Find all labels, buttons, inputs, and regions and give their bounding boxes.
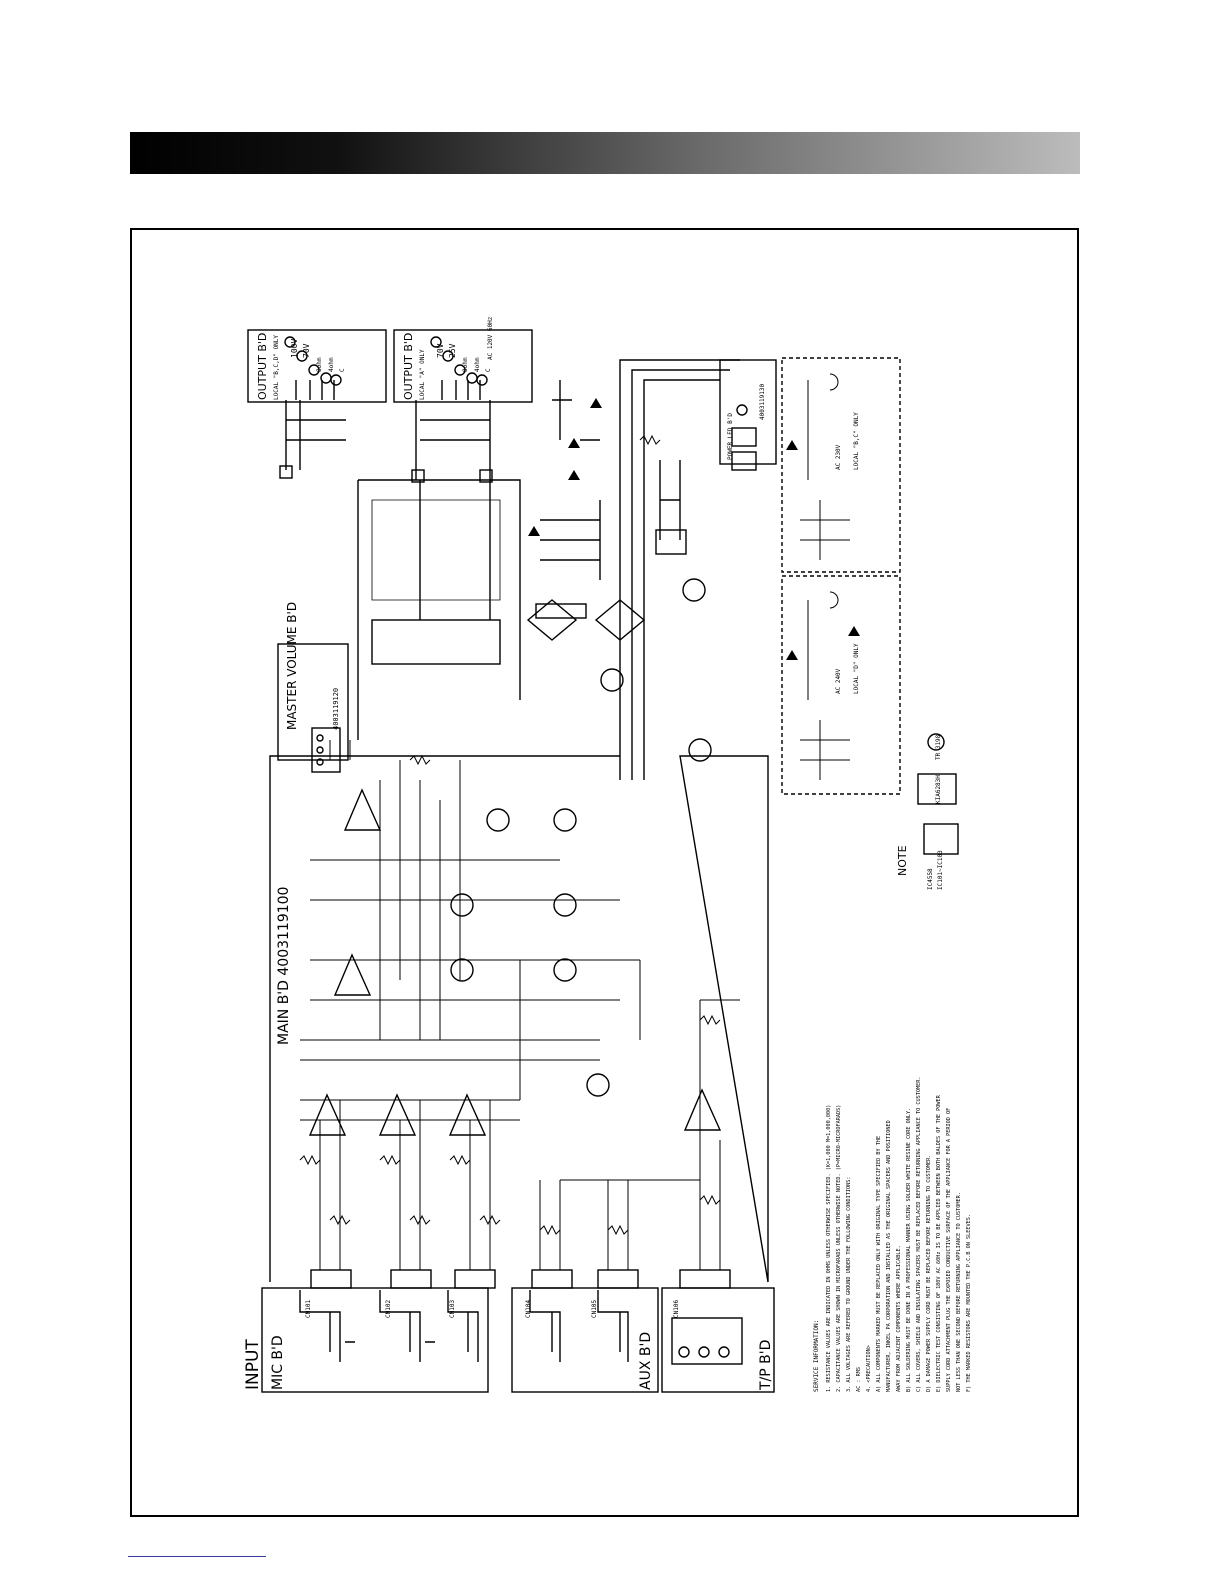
power-led-part: 4003119130: [759, 383, 766, 420]
ic-part-3: KIA6283H: [935, 775, 942, 804]
mic-board-label: MIC B'D: [270, 1335, 286, 1390]
connector-cn102: CN102: [385, 1300, 392, 1318]
output-board-2-label: OUTPUT B'D: [402, 333, 415, 400]
power-amp-ic: [371, 619, 501, 665]
connector-strips: [310, 1269, 731, 1289]
main-board-label: MAIN B'D 4003119100: [276, 887, 292, 1045]
service-note: 3. ALL VOLTAGES ARE REFERED TO GROUND UN…: [846, 1177, 852, 1393]
output-board-2-box: [393, 329, 533, 403]
tap-2-0: 70V: [436, 343, 445, 358]
header-gradient-bar: [130, 132, 1080, 174]
master-volume-connector: [311, 727, 341, 773]
ac-label-0: AC 120V 60Hz: [487, 316, 494, 360]
output-board-1-local: LOCAL "B,C,D" ONLY: [273, 335, 280, 400]
service-note: MANUFACTURER, INKEL PA CORPORATION AND I…: [886, 1120, 892, 1392]
power-led-label: POWER LED B'D: [727, 413, 734, 460]
master-volume-box: [277, 643, 349, 761]
tap-1-2: 8ohm: [316, 357, 323, 372]
tp-terminals: [671, 1317, 743, 1365]
aux-jacks: [529, 1290, 629, 1362]
output-board-1-box: [247, 329, 387, 403]
service-note: E) DIELECTRIC TEST CONSISTING OF 180V AC…: [936, 1094, 942, 1392]
output-transformers: [279, 400, 493, 483]
service-note: SUPPLY CORD ATTACHMENT PLUG THE EXPOSED …: [946, 1108, 952, 1392]
regional-power-boxes: [781, 357, 901, 795]
ac-label-1: AC 240V: [835, 668, 842, 694]
connector-cn104: CN104: [525, 1300, 532, 1318]
output-board-1-label: OUTPUT B'D: [256, 333, 269, 400]
tap-1-0: 100V: [290, 339, 299, 358]
ic-part-1: IC4558: [927, 868, 934, 890]
mic-board-box: [261, 1287, 489, 1393]
service-notes-heading: SERVICE INFORMATION:: [813, 1320, 820, 1392]
schematic-frame: [130, 228, 1079, 1517]
service-note: 2. CAPACITANCE VALUES ARE SHOWN IN MICRO…: [836, 1105, 842, 1392]
output-terminals: [284, 336, 488, 386]
note-components: [917, 733, 959, 855]
service-note: A) ALL COMPONENTS MARKED MUST BE REPLACE…: [876, 1136, 882, 1392]
input-label: INPUT: [243, 1339, 263, 1390]
connector-cn103: CN103: [449, 1300, 456, 1318]
service-note: F) THE MARKED RESISTORS ARE MOUNTED THE …: [966, 1214, 972, 1392]
service-note: 4. <PRECAUTION>: [866, 1345, 872, 1392]
output-board-2-local: LOCAL "A" ONLY: [419, 349, 426, 400]
resistor-marks: [299, 434, 721, 1236]
connector-cn101: CN101: [305, 1300, 312, 1318]
connector-cn105: CN105: [591, 1300, 598, 1318]
power-supply: [526, 359, 740, 780]
ac-label-4: LOCAL "B,C" ONLY: [853, 412, 860, 470]
tp-board-label: T/P B'D: [758, 1340, 774, 1391]
service-note: AC : RMS: [856, 1367, 862, 1392]
tap-2-2: 8ohm: [462, 357, 469, 372]
master-volume-part: 4003119120: [332, 688, 340, 730]
footer-rule: [128, 1556, 266, 1557]
tap-2-4: C: [485, 368, 492, 372]
connector-cn106: CN106: [673, 1300, 680, 1318]
tap-1-4: C: [339, 368, 346, 372]
tap-1-3: 4ohm: [328, 357, 335, 372]
service-note: AWAY FROM ADJACENT COMPONENTS WHERE APPL…: [896, 1245, 902, 1392]
master-volume-label: MASTER VOLUME B'D: [285, 602, 299, 730]
note-label: NOTE: [896, 845, 909, 876]
tap-1-1: 70V: [302, 343, 311, 358]
service-note: B) ALL SOLDERING MUST BE DONE IN A PROFE…: [906, 1108, 912, 1392]
main-board-outline: [269, 755, 769, 1283]
service-note: NOT LESS THAN ONE SECOND BEFORE RETURNIN…: [956, 1192, 962, 1392]
power-led-box: [719, 359, 777, 465]
regional-transformers: [800, 373, 850, 780]
service-note: D) A DAMAGE POWER SUPPLY CORD MUST BE RE…: [926, 1155, 932, 1392]
ic-part-2: IC101~IC103: [937, 850, 944, 890]
service-notes-list: 1. RESISTANCE VALUES ARE INDICATED IN OH…: [826, 1077, 972, 1392]
service-note: C) ALL COVERS, SHIELD AND INSULATING SPA…: [916, 1077, 922, 1392]
transistors: [450, 578, 712, 1097]
warning-marks: [528, 398, 860, 660]
ac-label-3: AC 230V: [835, 444, 842, 470]
tap-2-1: 25V: [448, 343, 457, 358]
tr-part: TR 3198: [935, 734, 942, 760]
aux-board-label: AUX B'D: [638, 1332, 654, 1390]
mic-jacks: [299, 1290, 479, 1362]
aux-board-box: [511, 1287, 659, 1393]
service-note: 1. RESISTANCE VALUES ARE INDICATED IN OH…: [826, 1105, 832, 1392]
ac-label-2: LOCAL "D" ONLY: [853, 643, 860, 694]
op-amps: [308, 788, 722, 1136]
main-bus-lines: [300, 740, 740, 1270]
tap-2-3: 4ohm: [474, 357, 481, 372]
